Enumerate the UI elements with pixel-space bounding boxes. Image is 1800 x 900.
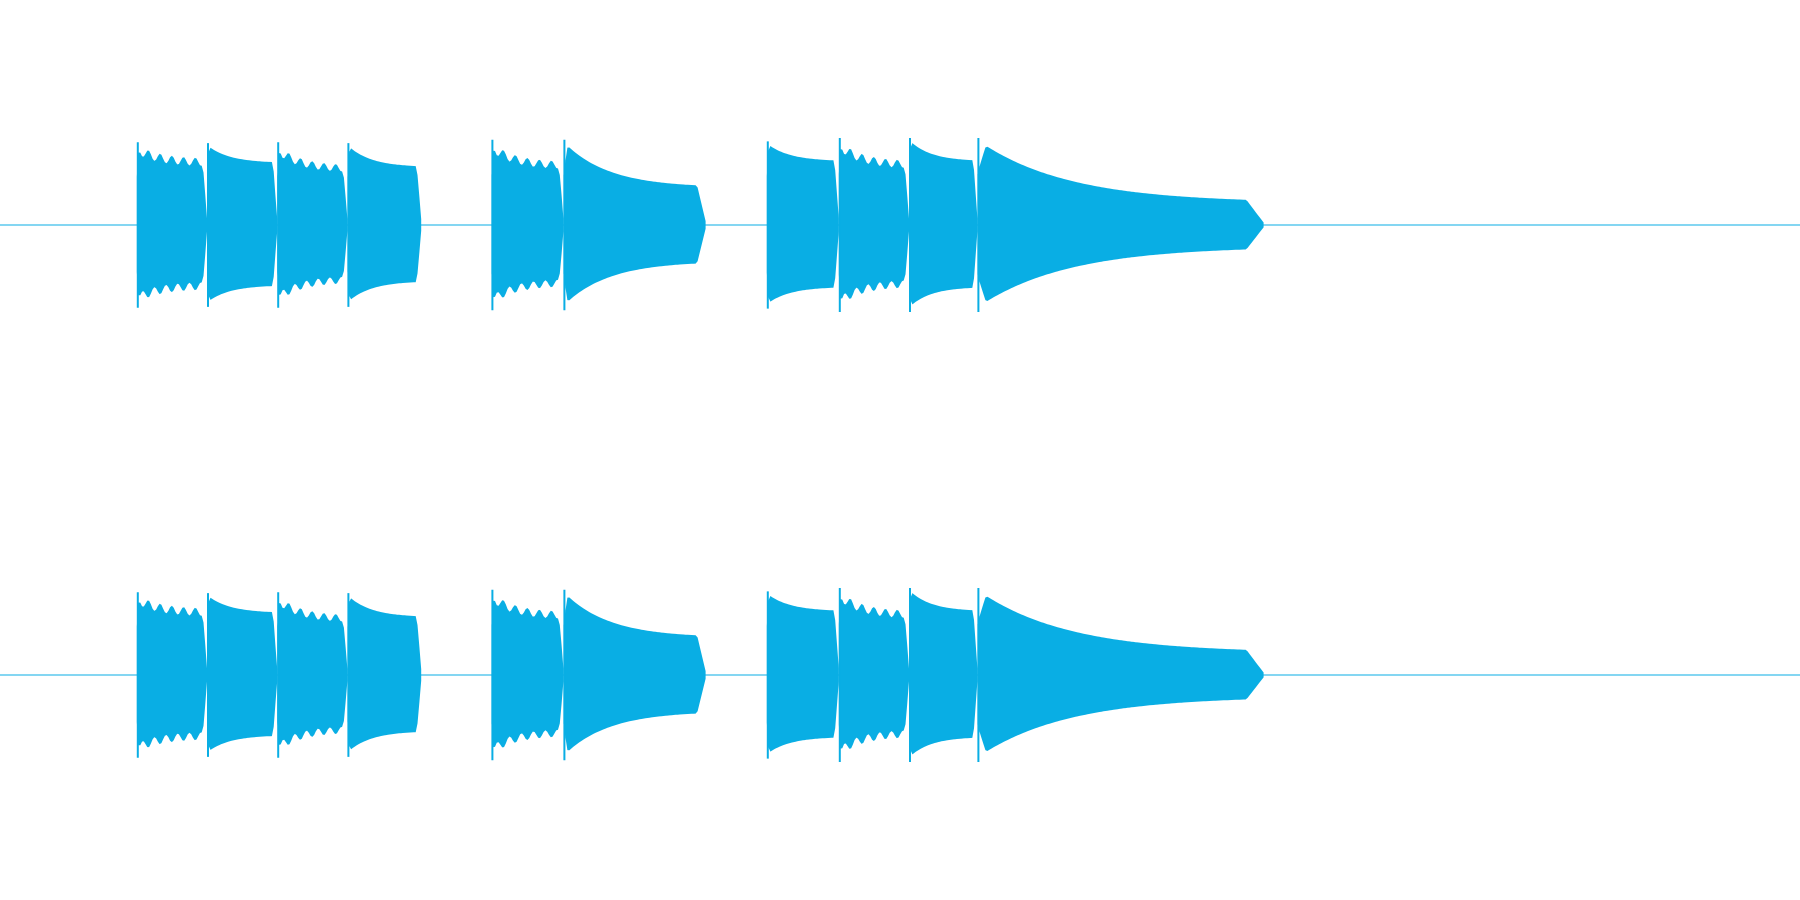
waveform-segment (347, 598, 422, 750)
channel-bottom[interactable] (0, 588, 1800, 762)
waveform-segment (977, 146, 1264, 301)
waveform-segment (909, 143, 978, 305)
channel-top[interactable] (0, 138, 1800, 312)
waveform-segment (136, 600, 207, 748)
waveform-segment (766, 596, 839, 752)
waveform-segment (136, 150, 207, 298)
waveform-segment (766, 146, 839, 302)
waveform-segment (563, 147, 706, 301)
waveform-segment (977, 596, 1264, 751)
waveform-segment (563, 597, 706, 751)
waveform-segment (277, 603, 348, 745)
waveform-segment (347, 148, 422, 300)
waveform-segment (909, 593, 978, 755)
waveform-segment (277, 153, 348, 295)
waveform-segment (838, 149, 909, 299)
waveform-segment (491, 150, 564, 298)
waveform-segment (207, 597, 278, 750)
waveform-segment (491, 600, 564, 748)
waveform-segment (207, 147, 278, 300)
waveform-segment (838, 599, 909, 749)
